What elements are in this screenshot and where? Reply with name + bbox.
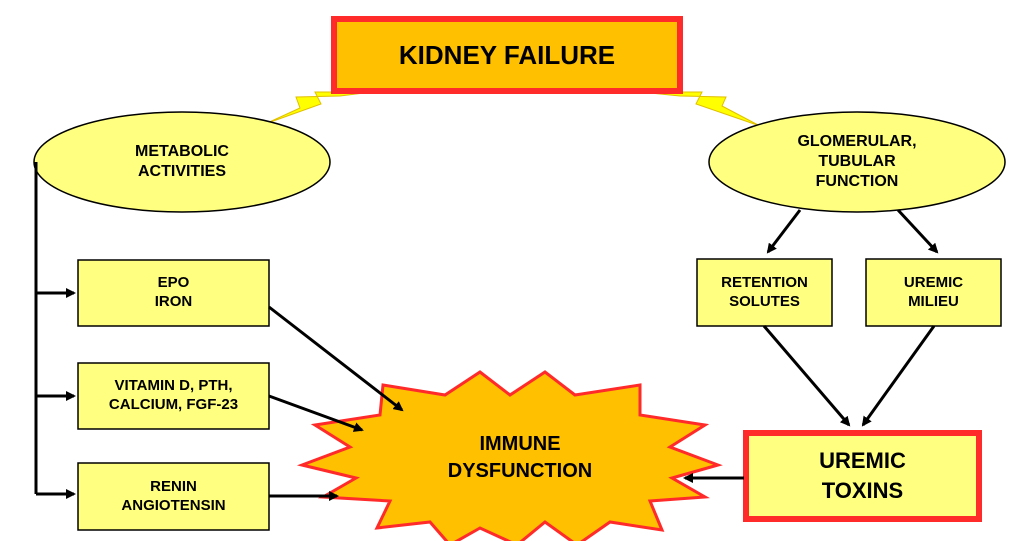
- milieu-line2: MILIEU: [908, 292, 959, 310]
- vitamin-line1: VITAMIN D, PTH,: [114, 377, 233, 395]
- arrow-retention-to-toxins: [762, 325, 851, 427]
- epo-line1: EPO: [157, 274, 190, 292]
- epo-line2: IRON: [154, 293, 193, 310]
- immune-line1: IMMUNE: [479, 433, 561, 455]
- arrow-vitamin-to-immune: [268, 394, 364, 432]
- kidney-failure-box: [331, 16, 683, 94]
- kidney-failure-label: KIDNEY FAILURE: [337, 22, 677, 88]
- uremic-milieu-label: UREMIC MILIEU: [866, 259, 1001, 326]
- kidney-failure-text: KIDNEY FAILURE: [398, 39, 616, 70]
- metabolic-activities-ellipse: [33, 111, 331, 213]
- milieu-line1: UREMIC: [903, 273, 964, 291]
- metabolic-line1: METABOLIC: [135, 143, 229, 160]
- retention-solutes-box: [696, 258, 833, 327]
- immune-line2: DYSFUNCTION: [447, 460, 593, 482]
- arrow-glomerular-to-milieu: [896, 208, 939, 254]
- metabolic-activities-label: METABOLIC ACTIVITIES: [60, 132, 304, 192]
- renin-line2: ANGIOTENSIN: [121, 496, 226, 514]
- arrow-epo-to-immune: [268, 305, 404, 412]
- glomerular-line3: FUNCTION: [815, 173, 899, 190]
- retention-line2: SOLUTES: [729, 292, 800, 310]
- retention-solutes-label: RETENTION SOLUTES: [697, 259, 832, 326]
- lightning-bolt-right: [639, 91, 761, 127]
- glomerular-line2: TUBULAR: [818, 153, 896, 170]
- arrow-glomerular-to-retention: [766, 209, 802, 254]
- renin-line1: RENIN: [150, 477, 197, 495]
- toxins-line1: UREMIC: [819, 448, 906, 474]
- vitamin-line2: CALCIUM, FGF-23: [108, 396, 239, 413]
- glomerular-line1: GLOMERULAR,: [797, 133, 917, 150]
- arrow-milieu-to-toxins: [861, 325, 936, 427]
- lightning-bolt-left: [264, 91, 373, 125]
- epo-iron-label: EPO IRON: [78, 260, 269, 326]
- metabolic-line2: ACTIVITIES: [137, 163, 226, 180]
- renin-angiotensin-label: RENIN ANGIOTENSIN: [78, 463, 269, 530]
- toxins-line2: TOXINS: [821, 478, 904, 503]
- glomerular-label: GLOMERULAR, TUBULAR FUNCTION: [735, 124, 979, 200]
- immune-dysfunction-starburst: [296, 370, 723, 541]
- epo-iron-box: [77, 259, 270, 327]
- immune-dysfunction-label: IMMUNE DYSFUNCTION: [420, 425, 620, 491]
- vitamin-d-label: VITAMIN D, PTH, CALCIUM, FGF-23: [78, 363, 269, 429]
- uremic-milieu-box: [865, 258, 1002, 327]
- glomerular-tubular-function-ellipse: [708, 111, 1006, 213]
- retention-line1: RETENTION: [721, 273, 808, 291]
- uremic-toxins-label: UREMIC TOXINS: [749, 436, 976, 516]
- uremic-toxins-box: [743, 430, 982, 522]
